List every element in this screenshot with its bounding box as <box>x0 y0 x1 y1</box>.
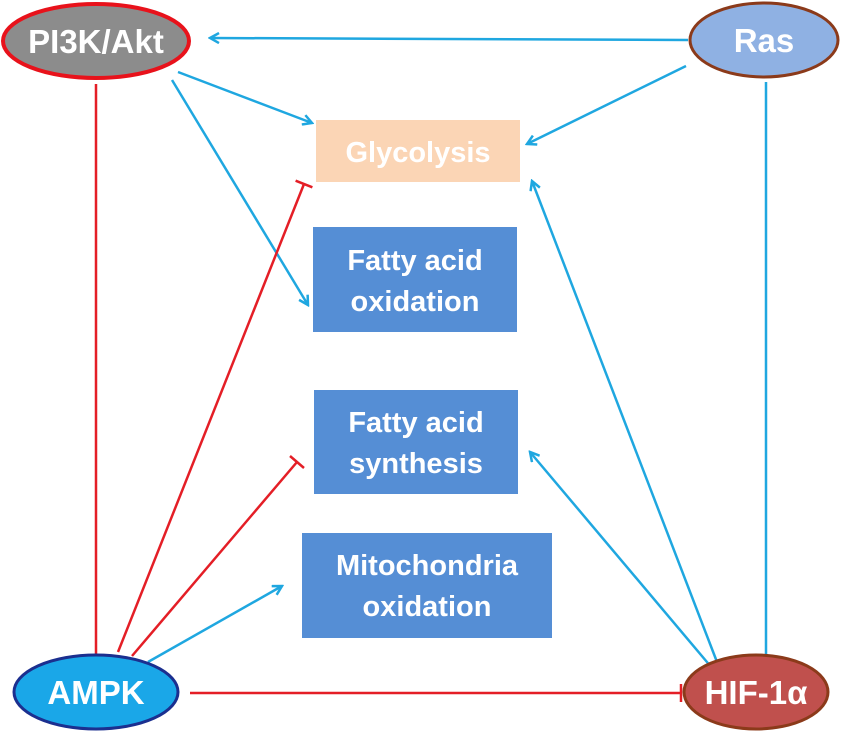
arrow-pi3k-to-fao <box>170 79 308 305</box>
inhibit-ampk-to-fas <box>131 461 298 657</box>
node-pi3k-akt-label: PI3K/Akt <box>28 23 164 60</box>
box-glycolysis: Glycolysis <box>316 120 520 182</box>
node-hif-1a: HIF-1α <box>682 653 830 731</box>
node-ras-label: Ras <box>734 22 795 59</box>
arrow-ras-to-pi3k <box>210 38 689 40</box>
box-mito-line2: oxidation <box>363 591 492 623</box>
arrow-hif-to-fas <box>530 452 713 669</box>
arrow-pi3k-to-glycolysis <box>177 70 312 123</box>
node-pi3k-akt: PI3K/Akt <box>1 2 191 80</box>
arrow-ras-to-glycolysis <box>527 64 687 144</box>
box-fas-line1: Fatty acid <box>348 407 483 439</box>
box-fatty-acid-oxidation: Fatty acid oxidation <box>313 227 517 332</box>
box-glycolysis-label: Glycolysis <box>345 137 490 169</box>
box-fao-line2: oxidation <box>351 286 480 318</box>
node-ras: Ras <box>688 1 840 79</box>
inhibit-ampk-to-glycolysis-bar <box>295 179 313 189</box>
inhibit-ampk-to-fas-bar <box>289 455 305 469</box>
box-fao-line1: Fatty acid <box>347 245 482 277</box>
node-ampk: AMPK <box>12 653 180 731</box>
inhibition-lines <box>87 84 683 702</box>
box-fas-line2: synthesis <box>349 448 483 480</box>
activation-arrows <box>147 38 766 669</box>
node-hif-1a-label: HIF-1α <box>705 674 808 711</box>
inhibit-ampk-to-glycolysis <box>116 183 306 653</box>
node-ampk-label: AMPK <box>47 674 144 711</box>
box-mitochondria-oxidation: Mitochondria oxidation <box>302 533 552 638</box>
box-fatty-acid-synthesis: Fatty acid synthesis <box>314 390 518 494</box>
box-mito-line1: Mitochondria <box>336 550 519 582</box>
arrow-hif-to-glycolysis <box>532 181 719 663</box>
arrow-ampk-to-mito <box>147 586 282 664</box>
